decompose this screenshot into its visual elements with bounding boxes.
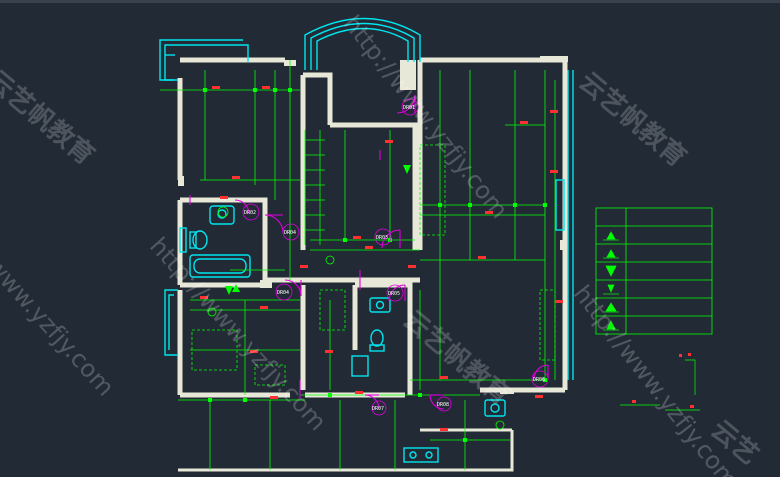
tag-text-dr08: DR08 bbox=[437, 402, 449, 408]
dimension-values bbox=[200, 86, 563, 431]
tag-dr04b bbox=[275, 283, 293, 301]
wall-bathroom bbox=[180, 197, 268, 288]
tag-text-dr04b: DR04 bbox=[277, 290, 289, 296]
tag-dr05 bbox=[386, 284, 404, 302]
cooktop bbox=[403, 447, 439, 463]
legend-symbol-1 bbox=[603, 231, 619, 241]
wardrobe-strip bbox=[555, 179, 565, 231]
door-arc-8 bbox=[429, 394, 445, 410]
legend-symbol-5 bbox=[603, 302, 619, 313]
legend-symbol-2 bbox=[603, 249, 619, 259]
column-5 bbox=[540, 56, 568, 62]
column-1 bbox=[400, 60, 416, 90]
column-7 bbox=[500, 388, 514, 394]
room-tag-labels: DR01 DR02 DR03 DR04 DR04 DR05 DR06 DR07 … bbox=[244, 105, 545, 412]
wall-bedroom2 bbox=[330, 122, 418, 250]
section-lines bbox=[620, 359, 700, 411]
viewport-top-border bbox=[0, 0, 780, 3]
wall-blocks bbox=[178, 56, 568, 394]
bay-window-lower bbox=[164, 289, 178, 356]
column-6 bbox=[560, 240, 568, 250]
door-arc-3 bbox=[264, 214, 284, 234]
tag-dr01 bbox=[401, 98, 419, 116]
room-tags bbox=[242, 98, 549, 416]
wall-center-top bbox=[303, 72, 333, 125]
tag-dr03 bbox=[374, 228, 392, 246]
tag-text-dr02: DR02 bbox=[244, 210, 256, 216]
tag-text-dr06: DR06 bbox=[533, 377, 545, 383]
tag-dr08 bbox=[436, 396, 452, 412]
basin-1 bbox=[209, 205, 235, 225]
tag-text-dr01: DR01 bbox=[403, 105, 415, 111]
tag-dr06 bbox=[531, 370, 549, 388]
door-arc-6 bbox=[533, 364, 549, 380]
bathtub bbox=[189, 254, 251, 278]
wall-kitchen bbox=[355, 282, 413, 395]
legend-symbol-3 bbox=[605, 265, 617, 277]
bath-window bbox=[179, 227, 187, 253]
legend-symbols bbox=[603, 231, 619, 331]
column-3 bbox=[178, 176, 184, 186]
tag-dr07 bbox=[371, 400, 387, 416]
toilet-1 bbox=[192, 230, 208, 250]
elevation-symbols bbox=[207, 165, 505, 430]
tag-text-dr05: DR05 bbox=[388, 291, 400, 297]
balcony-arc bbox=[304, 17, 421, 70]
tag-dr04a bbox=[282, 223, 300, 241]
tag-text-dr04a: DR04 bbox=[284, 230, 296, 236]
bottom-extension bbox=[178, 428, 514, 472]
door-arc-9 bbox=[234, 199, 250, 215]
doors bbox=[189, 94, 549, 410]
legend-symbol-6 bbox=[603, 320, 619, 331]
shower bbox=[351, 355, 369, 377]
tag-dr02 bbox=[242, 203, 260, 221]
section-marks bbox=[632, 353, 694, 408]
sink bbox=[484, 399, 506, 417]
toilet-2 bbox=[370, 329, 384, 347]
legend-table bbox=[595, 207, 713, 335]
tag-text-dr03: DR03 bbox=[376, 235, 388, 241]
dimension-ticks bbox=[203, 88, 547, 442]
tag-text-dr07: DR07 bbox=[372, 406, 384, 412]
basin-2 bbox=[369, 297, 391, 313]
column-4 bbox=[260, 280, 272, 288]
door-arc-2 bbox=[381, 229, 401, 249]
legend-symbol-4 bbox=[603, 284, 619, 295]
